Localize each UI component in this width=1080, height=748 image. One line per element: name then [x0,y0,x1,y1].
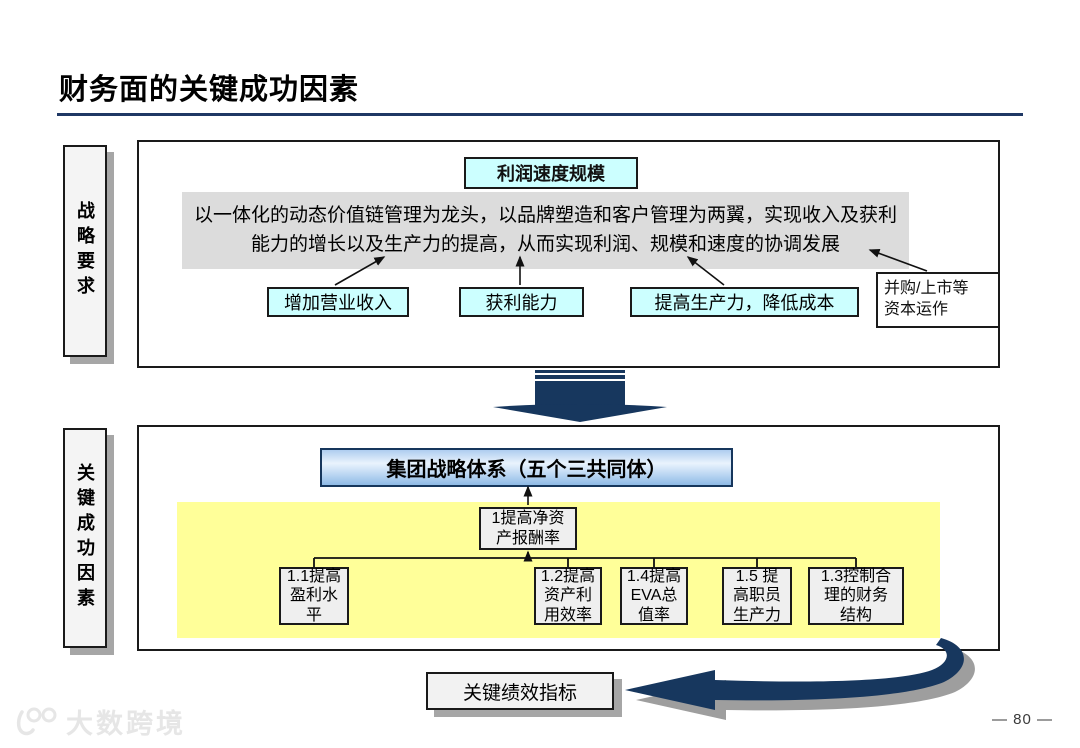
profit-speed-scale-box: 利润速度规模 [464,157,638,189]
node-profit-level: 1.1提高 盈利水 平 [279,567,349,625]
ma-ipo-capital-box: 并购/上市等 资本运作 [876,272,1000,328]
node-roe: 1提高净资 产报酬率 [479,507,577,550]
node-financial-structure: 1.3控制合 理的财务 结构 [808,567,904,625]
page-number: — 80 — [992,711,1054,728]
factor-box-profitability: 获利能力 [459,287,584,317]
watermark-logo-icon [16,707,57,735]
ksf-panel: 集团战略体系（五个三共同体） 1提高净资 产报酬率 1.1提高 盈利水 平 1.… [137,425,1000,651]
kpi-box: 关键绩效指标 [426,672,614,710]
down-arrow [493,370,667,422]
node-staff-productivity: 1.5 提 高职员 生产力 [722,567,792,625]
factor-box-increase-revenue: 增加营业收入 [267,287,409,317]
factor-box-productivity-cost: 提高生产力，降低成本 [630,287,859,317]
watermark-logo: 大数跨境 [12,702,186,741]
curved-arrow-to-kpi [625,638,975,720]
sidebar-label-key-success-factors: 关键成功因素 [63,428,107,648]
group-strategy-system-box: 集团战略体系（五个三共同体） [320,448,733,487]
strategy-statement: 以一体化的动态价值链管理为龙头，以品牌塑造和客户管理为两翼，实现收入及获利能力的… [182,192,909,269]
strategy-panel: 利润速度规模 以一体化的动态价值链管理为龙头，以品牌塑造和客户管理为两翼，实现收… [137,140,1000,368]
node-eva-rate: 1.4提高 EVA总 值率 [620,567,688,625]
title-underline [57,113,1023,116]
node-asset-utilization: 1.2提高 资产利 用效率 [534,567,602,625]
sidebar-label-strategy-requirements: 战略要求 [63,145,107,357]
watermark-text: 大数跨境 [66,709,186,739]
page-title: 财务面的关键成功因素 [59,74,360,106]
